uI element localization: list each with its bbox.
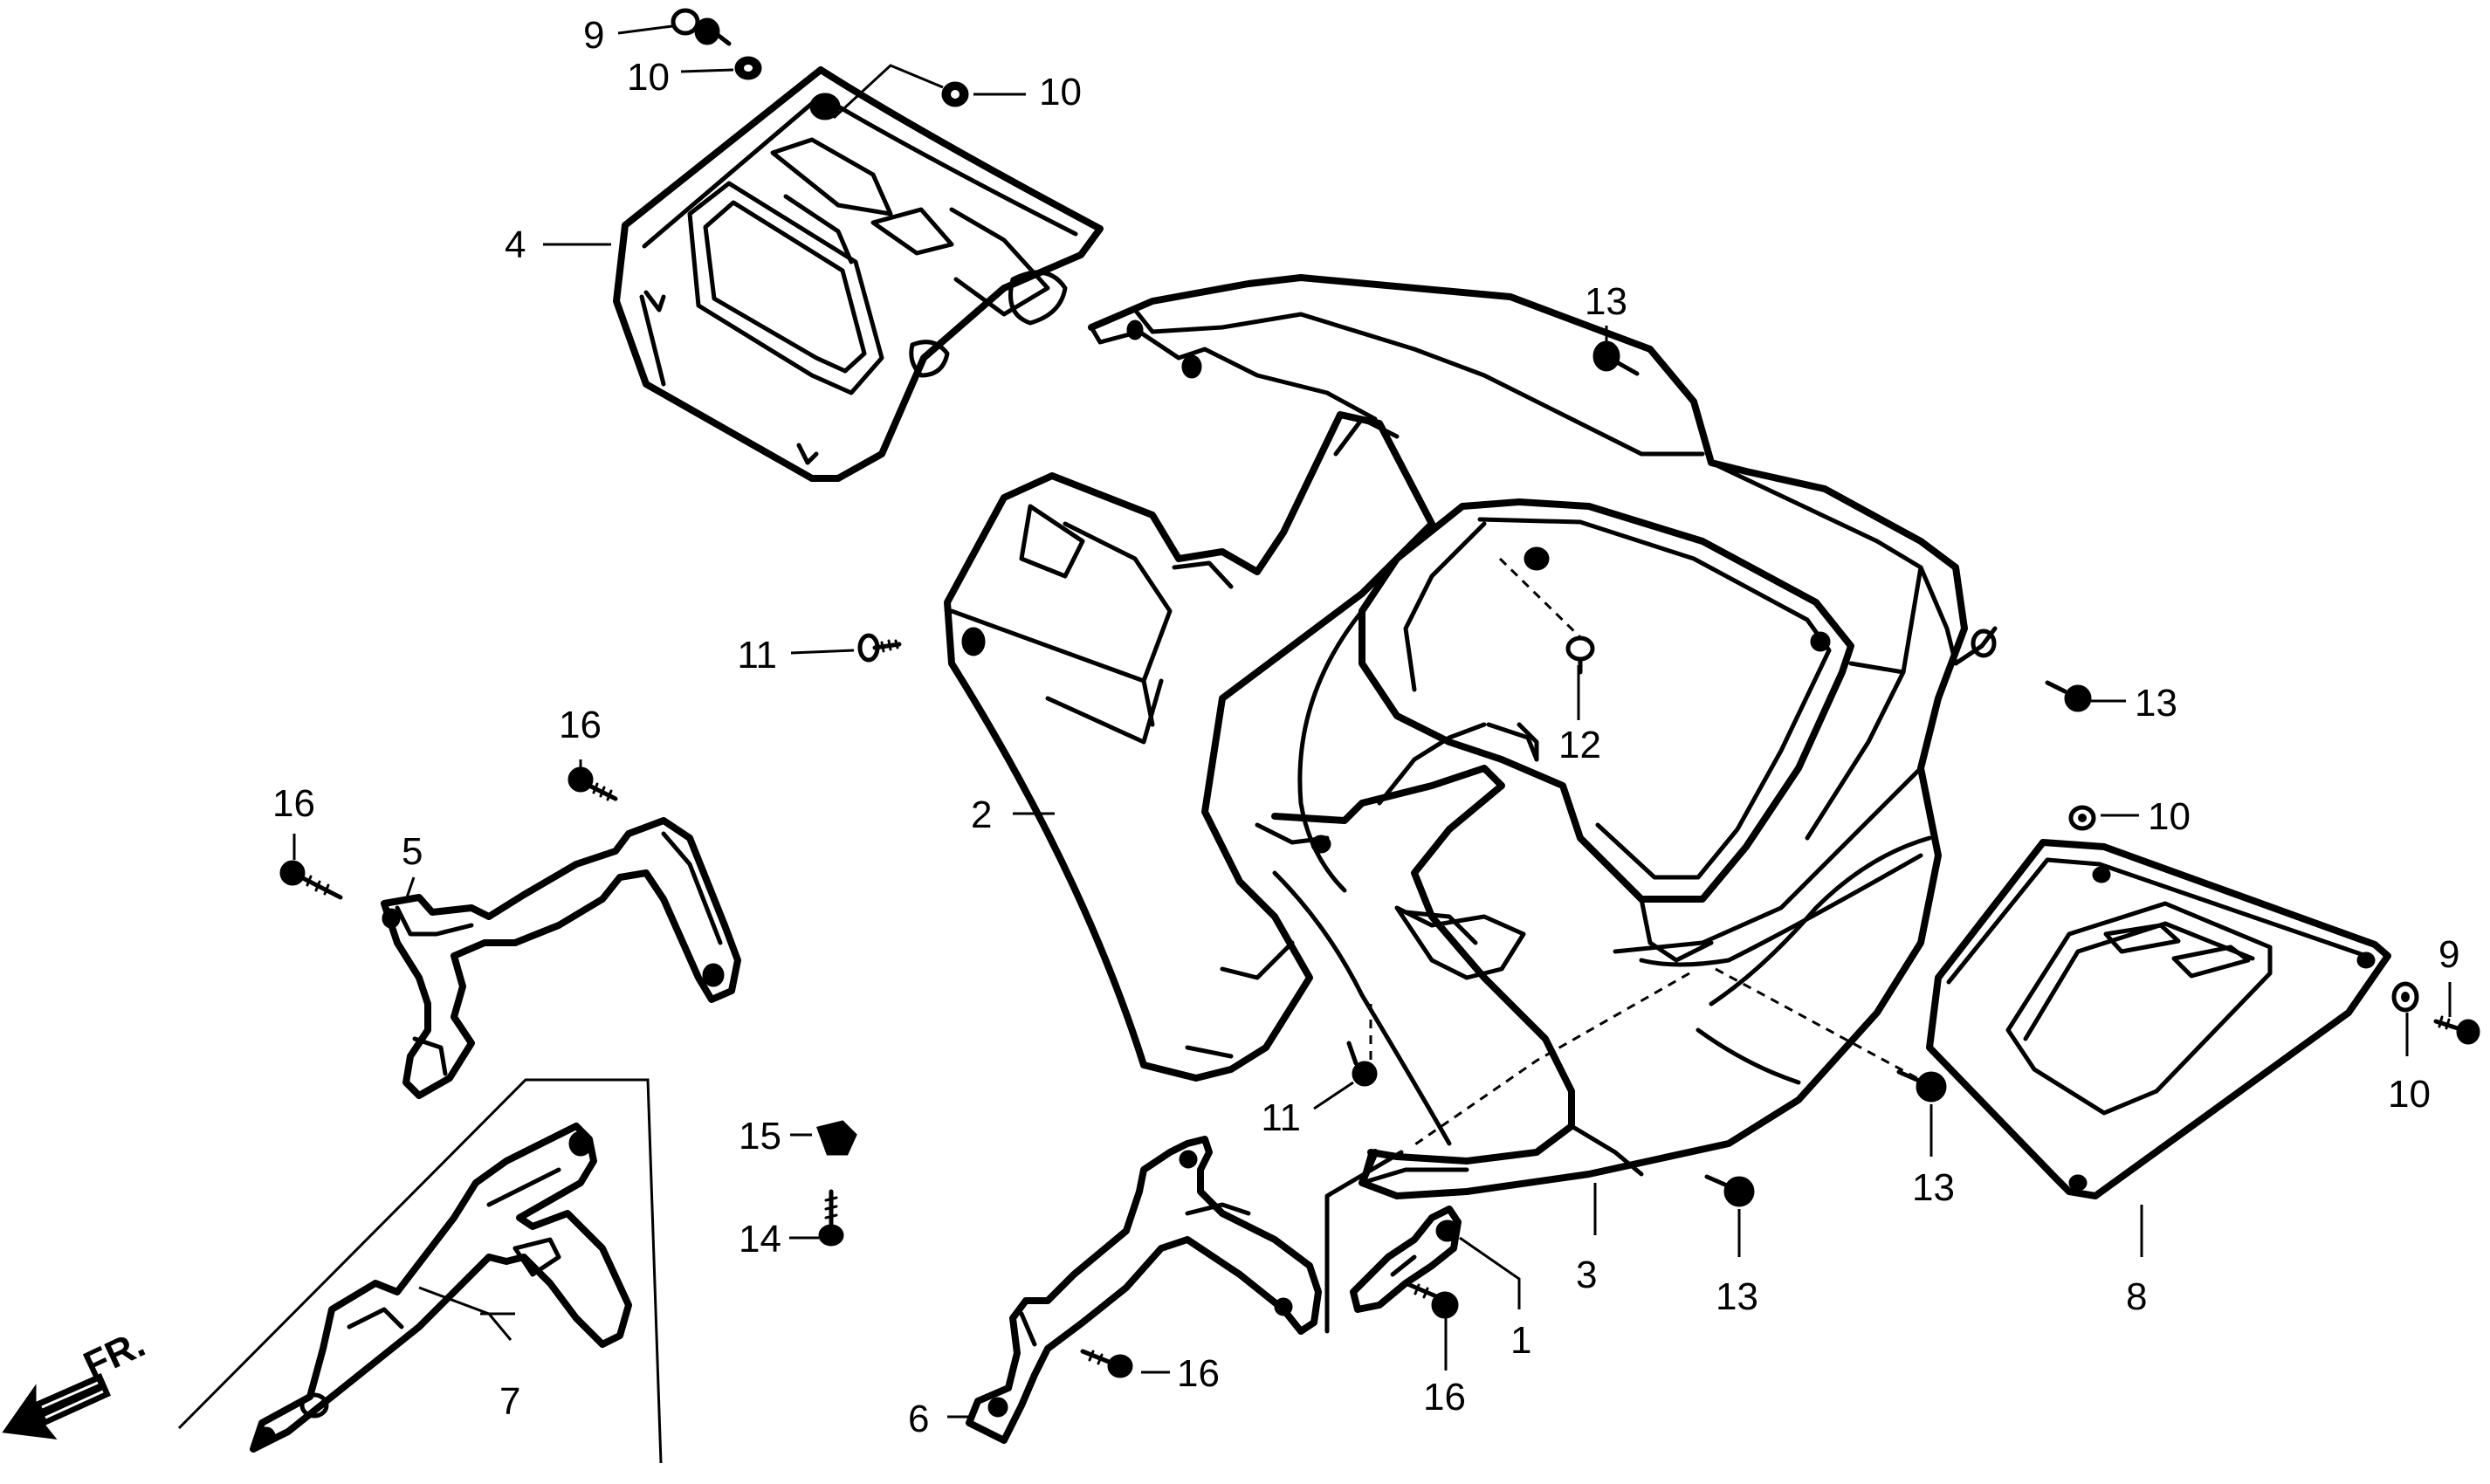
part-5-bracket — [381, 817, 741, 1099]
clip-13-right — [2045, 680, 2092, 712]
screw-11-upper — [857, 633, 902, 663]
callout-labels: 9 10 10 4 13 11 12 13 16 2 10 16 5 9 10 … — [272, 14, 2459, 1440]
washer-10-right — [2068, 805, 2096, 831]
part-2-side-cover — [944, 411, 1435, 1082]
callout-2: 2 — [971, 794, 992, 836]
bolt-16-lower-center — [1403, 1281, 1459, 1319]
assembly-line-13-right — [1715, 967, 1926, 1084]
callout-13-upper: 13 — [1585, 280, 1627, 323]
callout-6: 6 — [908, 1398, 929, 1440]
callout-5: 5 — [402, 830, 423, 873]
fastener-9-upper — [671, 8, 732, 46]
part-6-bracket — [966, 1136, 1404, 1444]
callout-10-top-left: 10 — [627, 56, 670, 99]
callout-10-top-right: 10 — [1039, 71, 1082, 113]
bolt-16-lower-left — [1080, 1349, 1133, 1378]
callout-8: 8 — [2126, 1275, 2147, 1318]
part-7-bracket — [177, 1078, 663, 1464]
part-3-main-cowl — [1088, 274, 1998, 1199]
callout-16-upper: 16 — [559, 704, 602, 746]
callout-10-far-right: 10 — [2388, 1073, 2431, 1116]
callout-13-lower-right: 13 — [1912, 1166, 1955, 1209]
front-direction-arrow: FR. — [2, 1323, 152, 1439]
washer-10-upper-right — [941, 81, 969, 107]
clip-12 — [1565, 636, 1595, 675]
callout-11-upper: 11 — [737, 634, 777, 677]
callout-10-right: 10 — [2148, 795, 2191, 838]
callout-3: 3 — [1576, 1254, 1597, 1296]
callout-1: 1 — [1510, 1319, 1531, 1362]
bolt-9-right — [2433, 1015, 2480, 1045]
part-4-inner-panel — [613, 66, 1104, 482]
callout-13-lower-center: 13 — [1716, 1275, 1758, 1318]
front-indicator-label: FR. — [78, 1323, 152, 1387]
clip-13-lower-right — [1896, 1069, 1947, 1103]
washer-10-upper-left — [734, 56, 762, 80]
callout-16-left: 16 — [272, 782, 315, 825]
callout-14: 14 — [739, 1218, 781, 1261]
leader-lines — [292, 24, 2452, 1419]
assembly-line-12 — [1498, 557, 1582, 639]
clip-15 — [816, 1120, 857, 1156]
callout-16-lower-center: 16 — [1423, 1376, 1466, 1419]
callout-4: 4 — [505, 223, 526, 266]
clip-13-lower-center — [1704, 1174, 1755, 1207]
screw-14 — [818, 1189, 844, 1247]
callout-12: 12 — [1558, 724, 1601, 766]
part-8-side-panel — [1926, 839, 2391, 1199]
assembly-line-3 — [1409, 972, 1690, 1150]
clip-13-upper — [1592, 340, 1640, 376]
screw-11-lower — [1346, 1041, 1378, 1087]
callout-9-right: 9 — [2438, 933, 2459, 976]
bolt-16-left — [279, 860, 343, 900]
callout-13-right: 13 — [2135, 682, 2177, 725]
callout-11-lower: 11 — [1261, 1096, 1301, 1139]
callout-9-top: 9 — [583, 14, 604, 57]
part-1-stay — [1350, 1206, 1462, 1313]
washer-10-far-right — [2391, 981, 2419, 1013]
bolt-16-upper — [567, 766, 618, 801]
callout-16-lower-left: 16 — [1177, 1352, 1220, 1395]
callout-7: 7 — [499, 1380, 520, 1423]
callout-15: 15 — [739, 1115, 781, 1158]
